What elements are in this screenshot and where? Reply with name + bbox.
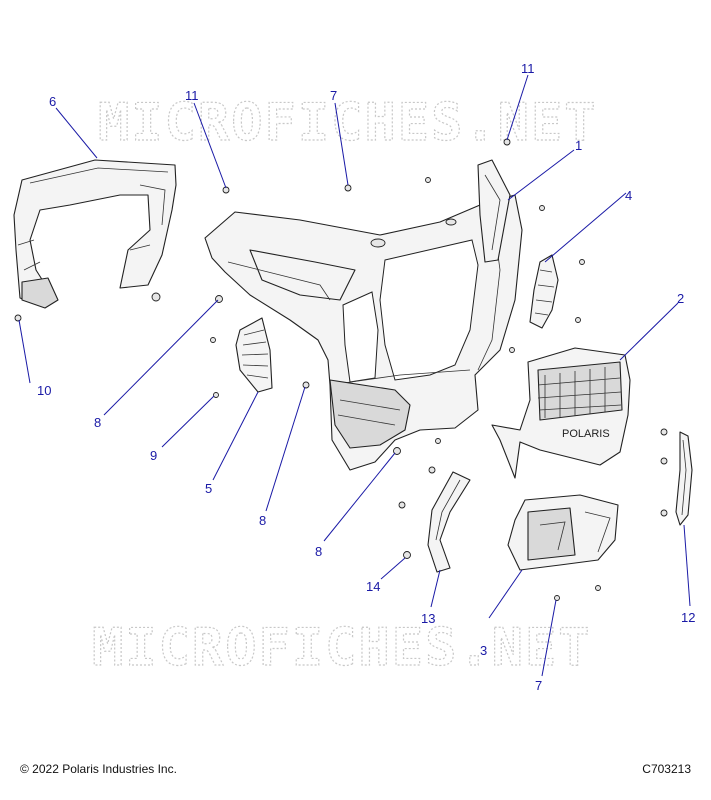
side-strip-part-12: [675, 431, 693, 526]
nut-14: [403, 551, 411, 559]
fender-trim-part-13: [427, 471, 471, 573]
fender-panel-part-6: [13, 159, 177, 309]
front-frame-part-1: [204, 159, 523, 471]
callout-8-mid: 8: [259, 513, 266, 528]
watermark-top: MICROFICHES.NET: [98, 93, 598, 153]
callout-11-top: 11: [521, 61, 535, 76]
callout-8-top: 7: [330, 88, 337, 103]
callout-7: 7: [535, 678, 542, 693]
callout-labels: 6 11 7 11 1 4 2 10 8 9 5 8 8 14 13 3 7 1…: [37, 61, 695, 693]
callout-12: 12: [681, 610, 695, 625]
callout-14: 14: [366, 579, 380, 594]
screw-8-top: [344, 184, 352, 192]
callout-6: 6: [49, 94, 56, 109]
copyright-text: © 2022 Polaris Industries Inc.: [20, 762, 177, 776]
screw-9: [213, 392, 219, 398]
callout-8-left: 8: [94, 415, 101, 430]
vent-insert-part-5: [235, 317, 273, 393]
valance-part-3: [507, 494, 619, 571]
callout-1: 1: [575, 138, 582, 153]
callout-9: 9: [150, 448, 157, 463]
push-rivet-8-lower: [393, 447, 401, 455]
callout-8-lower: 8: [315, 544, 322, 559]
callout-3: 3: [480, 643, 487, 658]
callout-13: 13: [421, 611, 435, 626]
fasteners: [14, 138, 668, 601]
grille-logo: POLARIS: [562, 428, 610, 440]
grille-part-2: POLARIS: [491, 347, 631, 479]
bracket-part-4: [529, 254, 559, 329]
diagram-code: C703213: [642, 762, 691, 776]
watermark-bottom: MICROFICHES.NET: [92, 618, 592, 678]
callout-5: 5: [205, 481, 212, 496]
callout-11-left: 11: [185, 88, 199, 103]
leader-lines: [18, 74, 691, 677]
callout-10: 10: [37, 383, 51, 398]
callout-2: 2: [677, 291, 684, 306]
screw-8-mid: [302, 381, 310, 389]
callout-4: 4: [625, 188, 632, 203]
screw-10: [14, 314, 22, 322]
screw-7: [554, 595, 560, 601]
